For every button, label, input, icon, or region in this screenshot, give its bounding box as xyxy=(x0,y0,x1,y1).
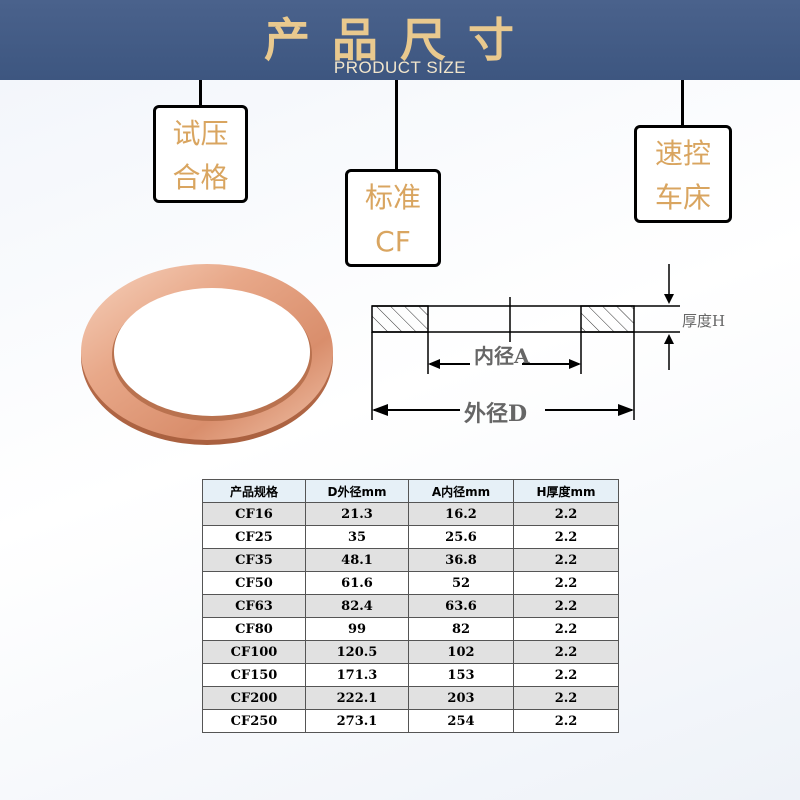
table-cell: 153 xyxy=(408,663,514,687)
column-header: 产品规格 xyxy=(202,479,306,503)
table-row: CF80 99 82 2.2 xyxy=(202,617,619,641)
table-cell: 171.3 xyxy=(305,663,409,687)
tag-line-2: 合格 xyxy=(172,161,229,194)
inner-diameter-label: 内径A xyxy=(474,344,530,368)
table-row: CF150 171.3 153 2.2 xyxy=(202,663,619,687)
table-cell: 102 xyxy=(408,640,514,664)
column-header: H厚度mm xyxy=(513,479,619,503)
thickness-label: 厚度H xyxy=(682,312,726,330)
table-cell: 2.2 xyxy=(513,525,619,549)
tag-line-2: 车床 xyxy=(654,181,711,214)
tag-connector-line xyxy=(681,80,684,126)
page-subtitle: PRODUCT SIZE xyxy=(333,58,467,77)
table-cell: CF150 xyxy=(202,663,306,687)
table-cell: CF250 xyxy=(202,709,306,733)
tag-line-1: 试压 xyxy=(172,117,229,150)
table-cell: CF35 xyxy=(202,548,306,572)
column-header: A内径mm xyxy=(408,479,514,503)
tag-line-1: 标准 xyxy=(364,181,421,214)
column-header: D外径mm xyxy=(305,479,409,503)
header-banner: 产品尺寸 PRODUCT SIZE xyxy=(0,0,800,80)
table-cell: 99 xyxy=(305,617,409,641)
table-cell: 2.2 xyxy=(513,571,619,595)
tag-line-2: CF xyxy=(375,225,411,258)
table-header-row: 产品规格 D外径mm A内径mm H厚度mm xyxy=(202,479,619,503)
table-cell: 2.2 xyxy=(513,548,619,572)
table-cell: CF16 xyxy=(202,502,306,526)
table-cell: 2.2 xyxy=(513,594,619,618)
table-row: CF100 120.5 102 2.2 xyxy=(202,640,619,664)
table-cell: 2.2 xyxy=(513,709,619,733)
table-cell: 21.3 xyxy=(305,502,409,526)
tag-connector-line xyxy=(199,80,202,106)
table-cell: 2.2 xyxy=(513,502,619,526)
table-row: CF16 21.3 16.2 2.2 xyxy=(202,502,619,526)
table-cell: 273.1 xyxy=(305,709,409,733)
table-cell: 61.6 xyxy=(305,571,409,595)
table-cell: 35 xyxy=(305,525,409,549)
table-cell: 63.6 xyxy=(408,594,514,618)
table-cell: 52 xyxy=(408,571,514,595)
table-cell: CF80 xyxy=(202,617,306,641)
table-row: CF63 82.4 63.6 2.2 xyxy=(202,594,619,618)
copper-gasket-image xyxy=(81,264,333,445)
table-cell: 48.1 xyxy=(305,548,409,572)
page-title: 产品尺寸 xyxy=(264,13,536,67)
table-cell: 203 xyxy=(408,686,514,710)
tag-connector-line xyxy=(395,80,398,170)
table-cell: CF200 xyxy=(202,686,306,710)
table-row: CF200 222.1 203 2.2 xyxy=(202,686,619,710)
table-cell: 82 xyxy=(408,617,514,641)
table-cell: 36.8 xyxy=(408,548,514,572)
tag-standard-cf: 标准 CF xyxy=(345,169,441,267)
table-cell: CF100 xyxy=(202,640,306,664)
outer-diameter-label: 外径D xyxy=(464,401,528,427)
table-cell: 2.2 xyxy=(513,640,619,664)
tag-pressure-tested: 试压 合格 xyxy=(153,105,248,203)
table-cell: 254 xyxy=(408,709,514,733)
table-cell: 2.2 xyxy=(513,686,619,710)
cross-section-diagram xyxy=(371,264,680,420)
table-cell: CF25 xyxy=(202,525,306,549)
table-cell: 2.2 xyxy=(513,663,619,687)
table-cell: 82.4 xyxy=(305,594,409,618)
table-row: CF250 273.1 254 2.2 xyxy=(202,709,619,733)
table-row: CF50 61.6 52 2.2 xyxy=(202,571,619,595)
tag-cnc-lathe: 速控 车床 xyxy=(634,125,732,223)
tag-line-1: 速控 xyxy=(654,137,711,170)
spec-table: 产品规格 D外径mm A内径mm H厚度mm CF16 21.3 16.2 2.… xyxy=(202,479,619,733)
table-cell: CF50 xyxy=(202,571,306,595)
table-row: CF25 35 25.6 2.2 xyxy=(202,525,619,549)
table-cell: 16.2 xyxy=(408,502,514,526)
table-row: CF35 48.1 36.8 2.2 xyxy=(202,548,619,572)
table-cell: 25.6 xyxy=(408,525,514,549)
table-cell: 222.1 xyxy=(305,686,409,710)
table-cell: CF63 xyxy=(202,594,306,618)
table-cell: 2.2 xyxy=(513,617,619,641)
table-cell: 120.5 xyxy=(305,640,409,664)
